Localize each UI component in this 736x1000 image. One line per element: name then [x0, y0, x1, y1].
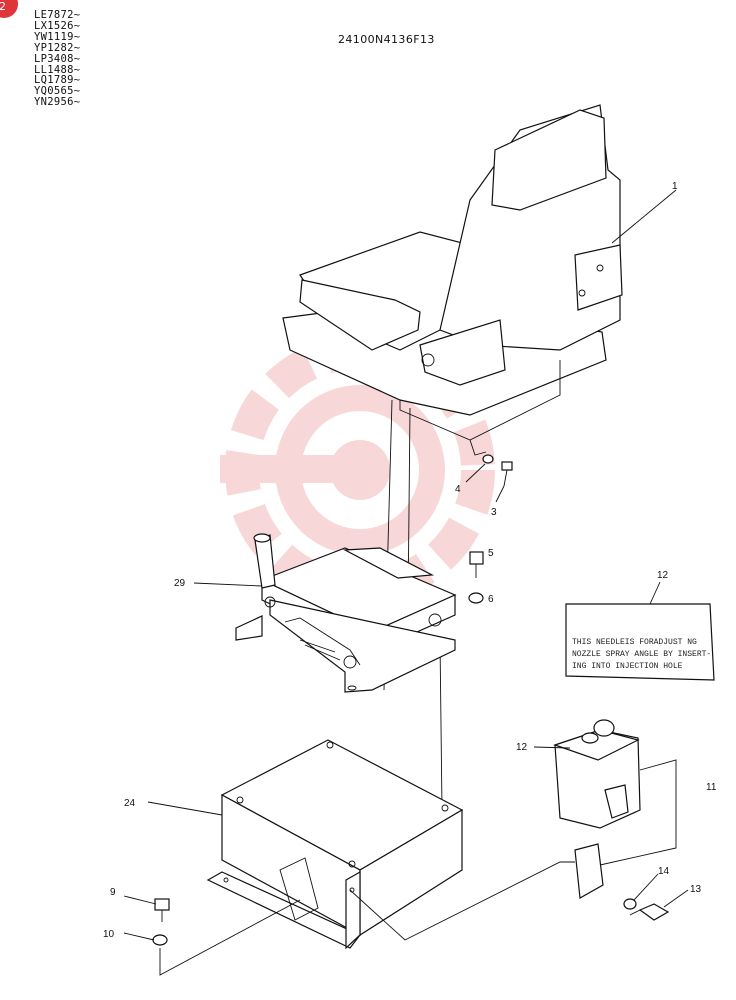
serial-number-list: LE7872~ LX1526~ YW1119~ YP1282~ LP3408~ … [34, 10, 80, 108]
serial-number: YP1282~ [34, 41, 81, 54]
caution-label-line3: ING INTO INJECTION HOLE [572, 662, 683, 671]
callout-5: 5 [488, 548, 494, 559]
caution-label-part-12: THIS NEEDLEIS FORADJUST NG NOZZLE SPRAY … [565, 603, 715, 681]
serial-number: YQ0565~ [34, 85, 81, 98]
page-badge: 2 [0, 0, 18, 18]
serial-number: LP3408~ [34, 52, 81, 65]
washer-part-6 [468, 592, 484, 604]
bolt-part-9 [154, 898, 170, 922]
callout-14: 14 [658, 866, 670, 877]
callout-3: 3 [491, 507, 497, 518]
serial-number: LQ1789~ [34, 74, 81, 87]
bolt-part-13 [629, 903, 670, 921]
callout-12-tank: 12 [516, 742, 528, 753]
washer-part-4 [482, 454, 494, 464]
serial-number: YN2956~ [34, 96, 81, 109]
serial-number: LX1526~ [34, 19, 81, 32]
callout-6: 6 [488, 594, 494, 605]
seat-suspension [235, 533, 457, 693]
serial-number: LL1488~ [34, 63, 81, 76]
callout-29: 29 [174, 578, 186, 589]
serial-number: LE7872~ [34, 9, 81, 21]
tank-bracket [574, 843, 604, 899]
callout-10: 10 [103, 929, 115, 940]
washer-part-10 [152, 934, 168, 946]
caution-label-line1: THIS NEEDLEIS FORADJUST NG [572, 638, 697, 647]
bolt-part-3 [501, 461, 513, 487]
callout-24: 24 [124, 798, 136, 809]
callout-4: 4 [455, 484, 461, 495]
operator-seat [282, 104, 623, 456]
callout-11: 11 [706, 782, 717, 793]
bolt-part-5 [469, 551, 484, 578]
caution-label-line2: NOZZLE SPRAY ANGLE BY INSERT- [572, 650, 711, 659]
washer-part-14 [623, 898, 637, 910]
callout-12-label: 12 [657, 570, 669, 581]
callout-1: 1 [672, 181, 678, 192]
callout-9: 9 [110, 887, 116, 898]
callout-13: 13 [690, 884, 702, 895]
base-frame [206, 739, 464, 950]
washer-tank [553, 719, 641, 829]
serial-number: YW1119~ [34, 30, 81, 43]
drawing-number: 24100N4136F13 [338, 33, 435, 46]
